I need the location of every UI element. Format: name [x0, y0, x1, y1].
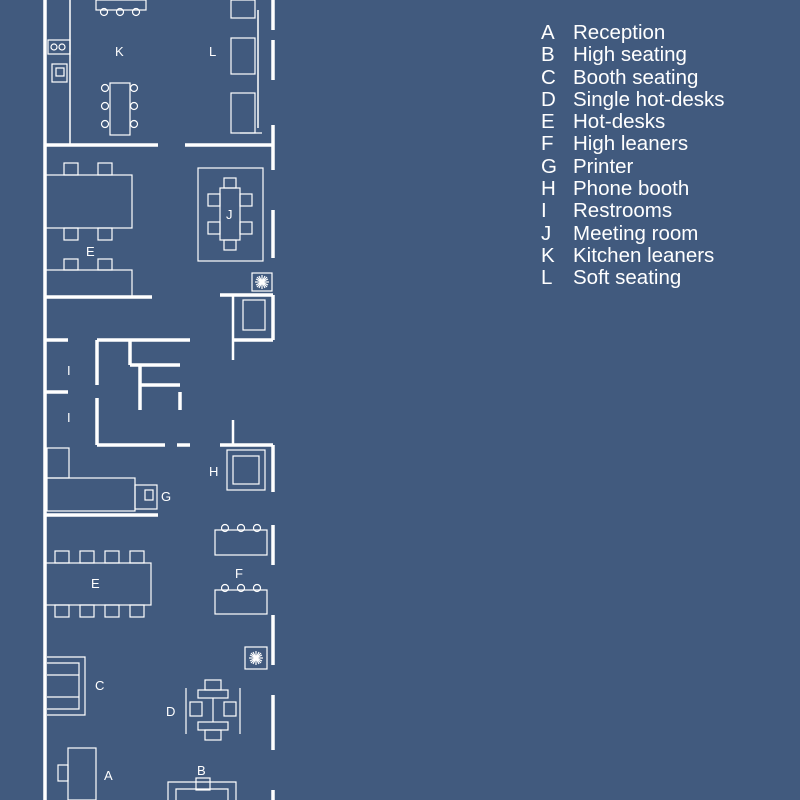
legend-label: Printer: [573, 154, 634, 178]
legend-item: I Restrooms: [541, 199, 725, 223]
legend-key: A: [541, 21, 555, 44]
zone-label-l: L: [209, 44, 216, 59]
single-hot-desks: [185, 679, 241, 741]
plant-icon: [244, 646, 268, 670]
reception-desk: [57, 747, 97, 800]
zone-label-d: D: [166, 704, 175, 719]
legend-label: High leaners: [573, 132, 689, 156]
legend-key: J: [541, 221, 552, 245]
legend-item: K Kitchen leaners: [541, 243, 725, 267]
legend-label: Reception: [573, 21, 666, 44]
hot-desks-top: [44, 162, 133, 298]
legend-label: Soft seating: [573, 266, 682, 290]
booth-seating: [47, 656, 86, 716]
legend-key: B: [541, 43, 555, 67]
legend-key: I: [541, 199, 547, 223]
legend-item: B High seating: [541, 43, 725, 67]
legend-item: H Phone booth: [541, 177, 725, 201]
legend-key: L: [541, 266, 553, 290]
legend-item: F High leaners: [541, 132, 725, 156]
zone-label-g: G: [161, 489, 171, 504]
legend-label: High seating: [573, 43, 687, 67]
legend-item: D Single hot-desks: [541, 87, 725, 111]
printer-room-desk: [242, 299, 266, 331]
zone-label-i-1: I: [67, 363, 71, 378]
legend-label: Booth seating: [573, 65, 699, 89]
legend-item: E Hot-desks: [541, 110, 725, 134]
legend-key: G: [541, 154, 557, 178]
legend-item: J Meeting room: [541, 221, 725, 245]
walls: [43, 0, 275, 800]
phone-booth: [226, 449, 266, 491]
legend-item: A Reception: [541, 21, 725, 44]
legend-label: Hot-desks: [573, 110, 666, 134]
legend-label: Single hot-desks: [573, 87, 725, 111]
printer-area: [46, 447, 158, 512]
zone-label-h: H: [209, 464, 218, 479]
zone-label-c: C: [95, 678, 104, 693]
legend-key: K: [541, 243, 555, 267]
legend-item: G Printer: [541, 154, 725, 178]
legend-key: F: [541, 132, 554, 156]
meeting-room: [197, 167, 264, 262]
zone-label-f: F: [235, 566, 243, 581]
zone-label-e-bottom: E: [91, 576, 100, 591]
soft-seating-area: [230, 0, 262, 134]
zone-label-e-top: E: [86, 244, 95, 259]
zone-label-i-2: I: [67, 410, 71, 425]
zone-label-j: J: [226, 207, 233, 222]
legend-label: Meeting room: [573, 221, 699, 245]
legend-key: H: [541, 177, 556, 201]
legend-item: C Booth seating: [541, 65, 725, 89]
legend-label: Restrooms: [573, 199, 673, 223]
legend-label: Phone booth: [573, 177, 690, 201]
legend-item: L Soft seating: [541, 266, 725, 290]
zone-label-a: A: [104, 768, 113, 783]
hot-desks-bottom: [44, 550, 152, 618]
legend-key: E: [541, 110, 555, 134]
high-seating: [167, 777, 237, 800]
legend-label: Kitchen leaners: [573, 243, 715, 267]
zone-label-b: B: [197, 763, 206, 778]
kitchen-area: [47, 0, 147, 136]
high-leaners: [214, 523, 268, 615]
legend-key: D: [541, 87, 556, 111]
plant-icon: [251, 272, 273, 292]
legend-key: C: [541, 65, 556, 89]
zone-label-k: K: [115, 44, 124, 59]
